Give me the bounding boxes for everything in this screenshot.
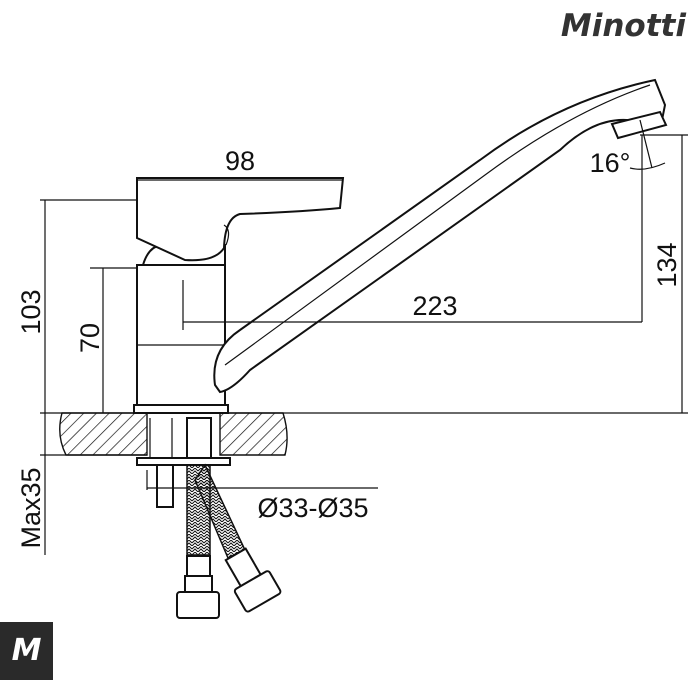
dim-spout-reach: 223 <box>412 291 457 321</box>
dim-spout-angle: 16° <box>590 148 631 178</box>
dim-max-thickness: Max35 <box>16 467 46 548</box>
countertop-section <box>40 412 688 456</box>
brand-logo: Minotti <box>560 8 686 44</box>
dimension-lines <box>40 119 688 555</box>
brand-logo-mark: M <box>0 622 53 680</box>
dim-total-height: 103 <box>16 289 46 334</box>
lever-handle <box>136 177 345 262</box>
supply-hoses <box>136 417 282 619</box>
dim-spout-height: 134 <box>652 242 682 287</box>
dim-body-height: 70 <box>75 323 105 353</box>
spout <box>213 78 668 394</box>
faucet-body <box>133 244 229 414</box>
dim-handle-width: 98 <box>225 146 255 176</box>
dim-hole-diameter: Ø33-Ø35 <box>257 493 368 523</box>
